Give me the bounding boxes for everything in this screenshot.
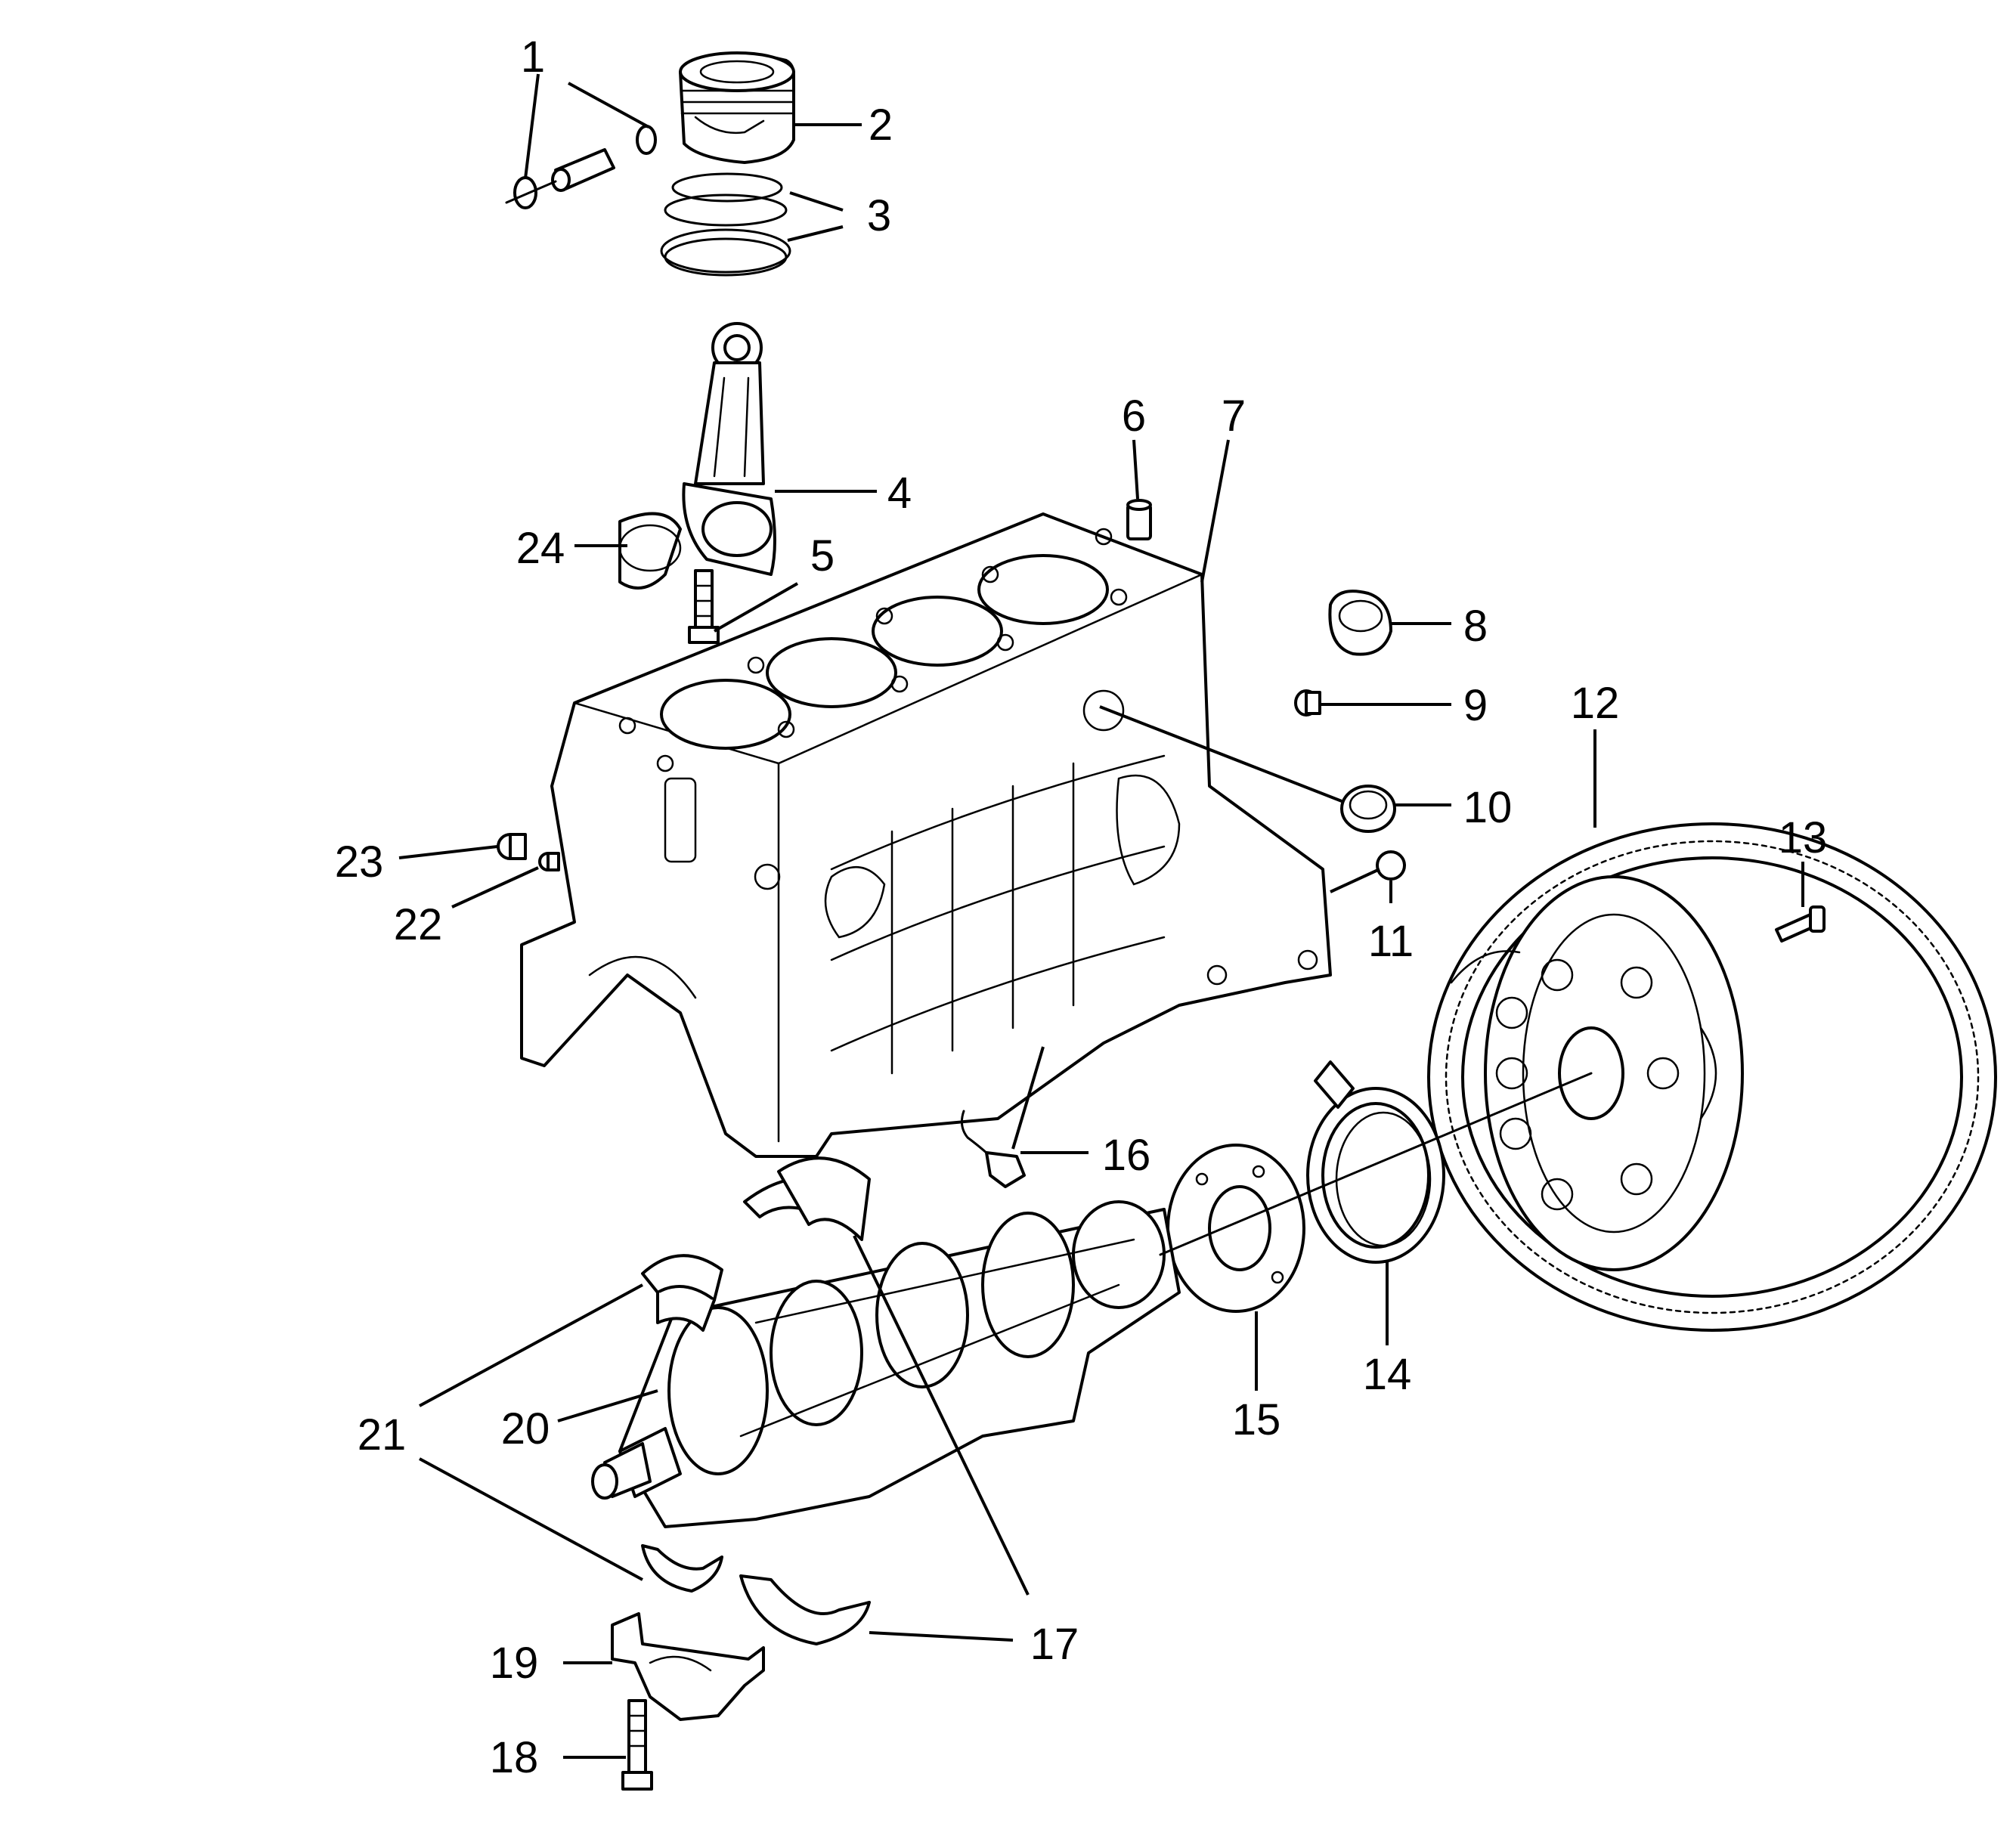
callout-7: 7 [1222, 392, 1246, 441]
piston-pin [505, 148, 615, 204]
callout-24: 24 [516, 524, 565, 573]
callout-21: 21 [358, 1410, 407, 1460]
callout-6: 6 [1122, 392, 1146, 441]
callout-22: 22 [394, 900, 443, 949]
callout-13: 13 [1779, 813, 1828, 862]
connecting-rod-bolt [688, 569, 720, 644]
callout-labels: 1 2 3 4 5 6 7 8 9 10 11 12 13 14 15 16 1… [335, 33, 1828, 1782]
block-plug-small [538, 852, 560, 871]
callout-1: 1 [521, 33, 545, 82]
callout-5: 5 [810, 531, 835, 580]
callout-11: 11 [1368, 917, 1414, 966]
callout-4: 4 [887, 469, 912, 518]
knock-sensor [960, 1110, 1026, 1188]
callout-14: 14 [1363, 1350, 1412, 1399]
callout-16: 16 [1102, 1131, 1151, 1180]
cylinder-block [520, 512, 1332, 1158]
callout-23: 23 [335, 837, 384, 887]
crankshaft [591, 1200, 1181, 1528]
oil-gallery-plug [1294, 689, 1321, 717]
callout-2: 2 [869, 101, 893, 150]
small-plug [1376, 850, 1406, 881]
callout-10: 10 [1463, 783, 1513, 832]
callout-3: 3 [867, 191, 891, 240]
callout-leader-lines [398, 73, 1804, 1759]
block-dowel [1126, 499, 1152, 540]
piston [679, 51, 795, 164]
crankshaft-rear-oil-seal [1306, 1060, 1445, 1264]
crankshaft-thrust-bearing-lower [739, 1574, 871, 1645]
callout-12: 12 [1571, 679, 1620, 728]
expansion-plug [1340, 785, 1396, 833]
piston-rings [660, 172, 791, 277]
connecting-rod [682, 322, 776, 576]
crankshaft-bearing-cap [611, 1612, 765, 1721]
callout-9: 9 [1463, 681, 1488, 730]
callout-18: 18 [490, 1733, 539, 1782]
callout-8: 8 [1463, 602, 1488, 651]
flywheel [1427, 822, 1997, 1332]
flywheel-bolt [1775, 905, 1826, 943]
connecting-rod-bearing [618, 512, 682, 590]
callout-17: 17 [1030, 1620, 1079, 1669]
crankshaft-thrust-washer [1166, 1144, 1305, 1313]
crankshaft-bearing-lower [641, 1544, 723, 1593]
crankshaft-bearing-upper [641, 1254, 723, 1332]
callout-15: 15 [1232, 1395, 1281, 1444]
core-hole-plug [1328, 590, 1392, 656]
callout-19: 19 [490, 1639, 539, 1688]
callout-20: 20 [501, 1404, 550, 1453]
crankshaft-thrust-bearing-upper [743, 1156, 871, 1241]
block-plug-large [497, 833, 527, 860]
crankshaft-bearing-cap-bolt [621, 1699, 653, 1791]
